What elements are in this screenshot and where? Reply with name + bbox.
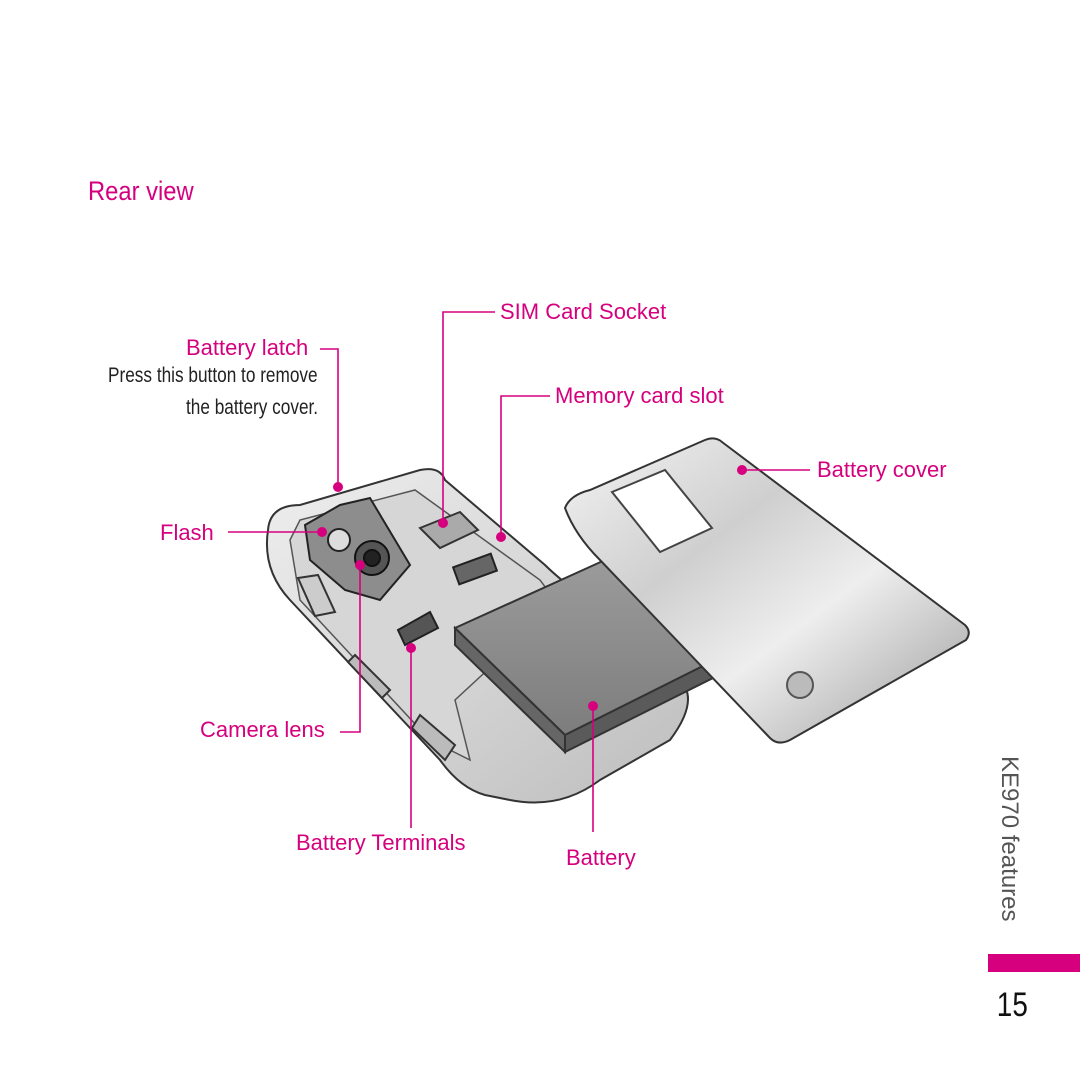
- label-battery-terminals: Battery Terminals: [296, 830, 466, 855]
- leader-lines: [228, 311, 810, 832]
- running-title: KE970 features: [996, 756, 1023, 922]
- battery-latch-desc-line-1: Press this button to remove: [108, 364, 318, 387]
- leader-dots: [317, 465, 747, 711]
- label-sim-card-socket: SIM Card Socket: [500, 299, 667, 324]
- label-camera-lens: Camera lens: [200, 717, 325, 742]
- label-battery-cover: Battery cover: [817, 457, 947, 482]
- label-flash: Flash: [160, 520, 214, 545]
- label-memory-card-slot: Memory card slot: [555, 383, 724, 408]
- section-title: Rear view: [88, 176, 194, 206]
- accent-bar: [988, 954, 1080, 972]
- label-battery: Battery: [566, 845, 636, 870]
- label-battery-latch: Battery latch: [186, 335, 309, 360]
- battery-latch-desc-line-2: the battery cover.: [185, 396, 318, 419]
- page-number: 15: [996, 986, 1028, 1024]
- battery-cover-shape: [563, 437, 970, 744]
